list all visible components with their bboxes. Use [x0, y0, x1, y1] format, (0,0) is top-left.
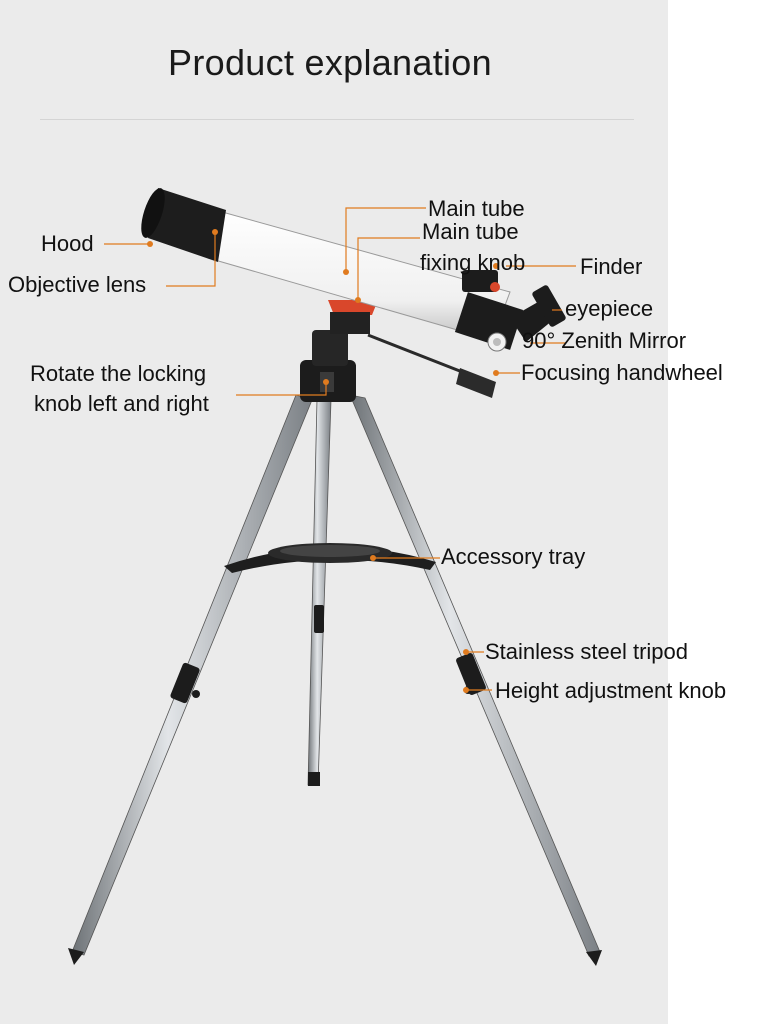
- label-rotate-line1: Rotate the locking: [30, 361, 207, 386]
- label-zenith-mirror: 90° Zenith Mirror: [522, 328, 687, 353]
- label-eyepiece: eyepiece: [565, 296, 654, 321]
- leader-dots: [147, 229, 499, 693]
- label-accessory-tray: Accessory tray: [441, 544, 586, 569]
- right-margin: [668, 0, 762, 1024]
- tripod: [68, 394, 602, 966]
- page-title: Product explanation: [168, 42, 492, 83]
- label-finder: Finder: [580, 254, 643, 279]
- label-main-tube: Main tube: [428, 196, 525, 221]
- optical-tube: [141, 188, 566, 352]
- label-rotate-line2: knob left and right: [34, 391, 209, 416]
- label-focusing-handwheel: Focusing handwheel: [521, 360, 723, 385]
- title-divider: [40, 119, 634, 120]
- label-stainless-steel-tripod: Stainless steel tripod: [485, 639, 688, 664]
- accessory-tray: [224, 543, 436, 573]
- label-height-adjustment-knob: Height adjustment knob: [495, 678, 727, 703]
- label-main-tube-fixing-line2: fixing knob: [420, 250, 526, 275]
- label-main-tube-fixing-line1: Main tube: [422, 219, 519, 244]
- label-objective-lens: Objective lens: [8, 272, 147, 297]
- label-hood: Hood: [41, 231, 94, 256]
- leader-lines: [104, 207, 576, 691]
